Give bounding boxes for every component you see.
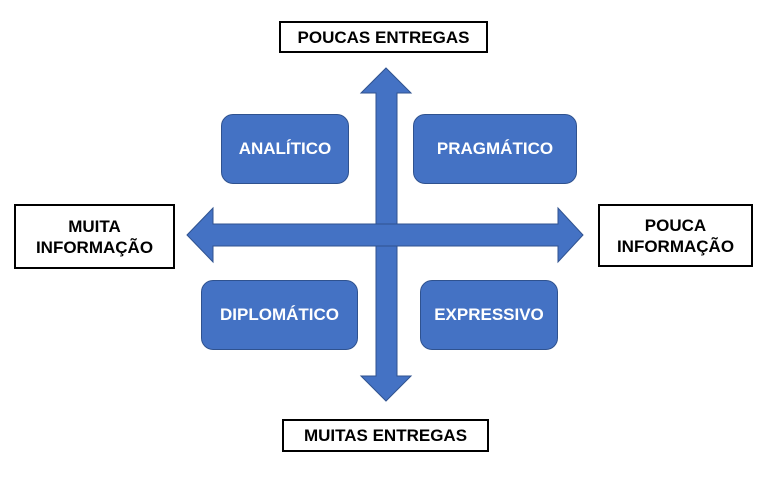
quadrant-pragmatico-label: PRAGMÁTICO [436,139,554,158]
right-axis-label-line-2: INFORMAÇÃO [616,236,735,256]
bottom-axis-label: MUITAS ENTREGAS [282,419,489,452]
right-axis-label: POUCA INFORMAÇÃO [598,204,753,267]
quadrant-analitico-label: ANALÍTICO [238,139,332,158]
quadrant-analitico: ANALÍTICO [221,114,349,184]
right-axis-label-line-1: POUCA [644,215,707,235]
left-axis-label-line-1: MUITA [68,216,121,236]
horizontal-double-arrow [186,206,584,264]
left-axis-label: MUITA INFORMAÇÃO [14,204,175,269]
quadrant-expressivo-label: EXPRESSIVO [434,305,544,324]
top-axis-label: POUCAS ENTREGAS [279,21,488,53]
quadrant-diplomatico: DIPLOMÁTICO [201,280,358,350]
quadrant-pragmatico: PRAGMÁTICO [413,114,577,184]
bottom-axis-label-text: MUITAS ENTREGAS [303,426,468,445]
quadrant-expressivo: EXPRESSIVO [420,280,558,350]
top-axis-label-text: POUCAS ENTREGAS [297,27,470,47]
left-axis-label-line-2: INFORMAÇÃO [35,237,154,257]
quadrant-diplomatico-label: DIPLOMÁTICO [220,305,339,324]
